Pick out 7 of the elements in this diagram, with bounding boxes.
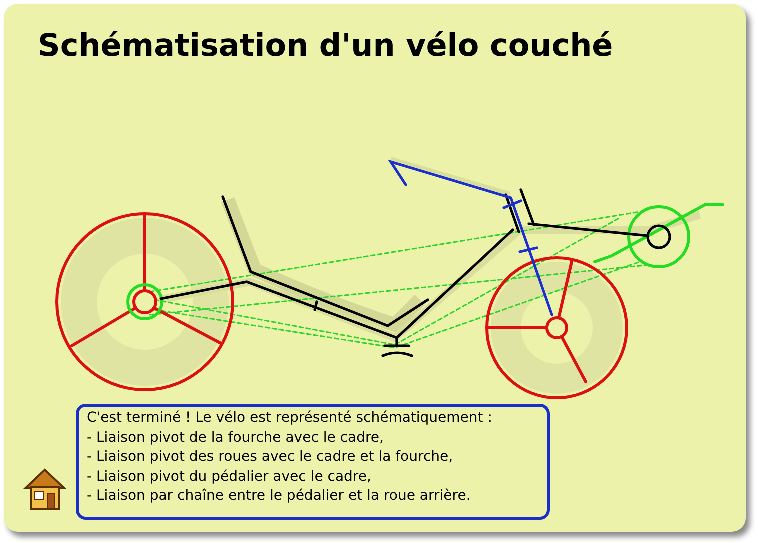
- text-panel: [76, 404, 550, 520]
- text-line: - Liaison pivot de la fourche avec le cadre,: [87, 428, 385, 448]
- title: Schématisation d'un vélo couché: [38, 28, 614, 64]
- text-line: C'est terminé ! Le vélo est représenté schématiquement :: [87, 409, 494, 428]
- text-line: - Liaison pivot du pédalier avec le cadre,: [87, 468, 372, 486]
- text-line: - Liaison pivot des roues avec le cadre et la fourche,: [87, 448, 454, 467]
- text-line: - Liaison par chaîne entre le pédalier et la roue arrière.: [87, 487, 472, 506]
